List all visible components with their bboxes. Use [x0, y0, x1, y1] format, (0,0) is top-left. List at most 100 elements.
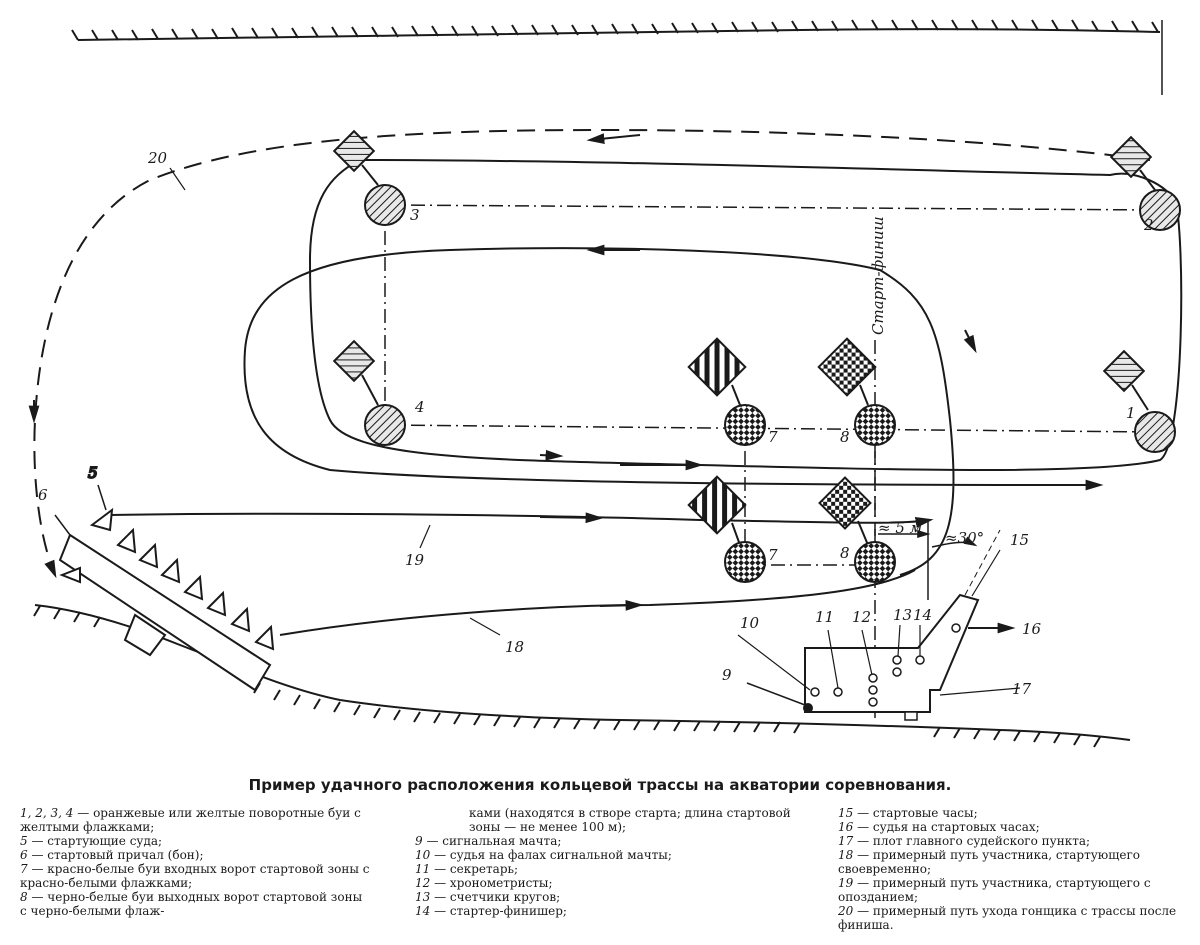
- legend-text: — примерный путь участника, стартующего …: [838, 876, 1151, 904]
- legend-text: — счетчики кругов;: [434, 890, 561, 904]
- legend-num: 16: [838, 820, 854, 834]
- gate-7-bottom-label: 7: [768, 546, 778, 564]
- legend-num: 20: [838, 904, 854, 918]
- buoy-4-label: 4: [414, 398, 425, 416]
- course-lines: [384, 204, 1161, 720]
- legend-column-2: ками (находятся в створе старта; длина с…: [415, 806, 805, 918]
- course-diagram: 3 2 4 1 7 8 7 8: [28, 19, 1183, 748]
- legend-num: 1, 2, 3, 4: [20, 806, 74, 820]
- legend-item: 13 — счетчики кругов;: [415, 890, 805, 904]
- timers-12-label: 12: [852, 608, 871, 626]
- legend-num: 17: [838, 834, 854, 848]
- legend-num: 8: [20, 890, 28, 904]
- legend-item: 8 — черно-белые буи выходных ворот старт…: [20, 890, 370, 918]
- legend-item: 11 — секретарь;: [415, 862, 805, 876]
- path-20: [33, 128, 1151, 579]
- gate-7-bottom: 7: [687, 475, 778, 583]
- legend-text: — стартующие суда;: [31, 834, 163, 848]
- buoy-1: 1: [1102, 349, 1176, 453]
- legend-text: — судья на стартовых часах;: [857, 820, 1040, 834]
- legend-num: 18: [838, 848, 854, 862]
- judge-10-label: 10: [740, 614, 760, 632]
- legend-text: — хронометристы;: [434, 876, 553, 890]
- counters-13-label: 13: [893, 606, 912, 624]
- distance-label: ≈ 5 м: [878, 519, 922, 537]
- gate-8-bottom: 8: [818, 476, 896, 583]
- boats-5-label: 5: [88, 464, 98, 482]
- legend-num: 14: [415, 904, 431, 918]
- mast-9-label: 9: [722, 666, 732, 684]
- inner-loop: [243, 247, 1104, 576]
- legend-column-1: 1, 2, 3, 4 — оранжевые или желтые поворо…: [20, 806, 370, 918]
- boats-5: 5: [59, 463, 275, 651]
- pier-6-label: 6: [38, 486, 48, 504]
- legend-text: — стартовый причал (бон);: [31, 848, 204, 862]
- buoy-3: 3: [332, 129, 420, 226]
- buoy-4: 4: [332, 339, 425, 446]
- racing-loop: [308, 158, 1183, 471]
- buoy-1-label: 1: [1126, 404, 1136, 422]
- legend-item: 18 — примерный путь участника, стартующе…: [838, 848, 1188, 876]
- legend-item: 12 — хронометристы;: [415, 876, 805, 890]
- legend-column-3: 15 — стартовые часы; 16 — судья на старт…: [838, 806, 1188, 932]
- legend-item: 20 — примерный путь ухода гонщика с трас…: [838, 904, 1188, 932]
- legend-text: — стартовые часы;: [857, 806, 978, 820]
- legend-item: 14 — стартер-финишер;: [415, 904, 805, 918]
- legend-num: 11: [415, 862, 431, 876]
- legend-text: — оранжевые или желтые поворотные буи с …: [20, 806, 361, 834]
- path-20-label: 20: [147, 149, 168, 167]
- pier-6: 6: [38, 486, 272, 692]
- gate-7-top: 7: [687, 337, 778, 446]
- legend-num: 13: [415, 890, 431, 904]
- distance-marker: ≈ 5 м: [878, 519, 931, 600]
- path-18-label: 18: [505, 638, 524, 656]
- buoy-3-label: 3: [410, 206, 420, 224]
- legend-item: 16 — судья на стартовых часах;: [838, 820, 1188, 834]
- legend-num: 6: [20, 848, 28, 862]
- legend-text: — примерный путь ухода гонщика с трассы …: [838, 904, 1177, 932]
- legend-item: 9 — сигнальная мачта;: [415, 834, 805, 848]
- clock-15-label: 15: [1010, 531, 1029, 549]
- legend-text: — стартер-финишер;: [434, 904, 567, 918]
- legend-continuation: ками (находятся в створе старта; длина с…: [469, 806, 791, 834]
- top-shore: [71, 19, 1163, 95]
- starter-14-label: 14: [913, 606, 932, 624]
- buoy-2: 2: [1109, 135, 1181, 234]
- legend-num: 9: [415, 834, 423, 848]
- figure-caption: Пример удачного расположения кольцевой т…: [248, 776, 952, 794]
- path-19-label: 19: [405, 551, 425, 569]
- legend-item: 5 — стартующие суда;: [20, 834, 370, 848]
- legend-num: 15: [838, 806, 854, 820]
- raft-17-label: 17: [1012, 680, 1032, 698]
- raft-17: [737, 549, 1021, 721]
- legend-num: 10: [415, 848, 431, 862]
- legend-text: — черно-белые буи выходных ворот стартов…: [20, 890, 363, 918]
- angle-label: ≈30°: [945, 529, 984, 547]
- legend-num: 5: [20, 834, 28, 848]
- judge-16-label: 16: [1022, 620, 1042, 638]
- gate-8-top-label: 8: [840, 428, 850, 446]
- gate-8-bottom-label: 8: [840, 544, 850, 562]
- legend-item: 17 — плот главного судейского пункта;: [838, 834, 1188, 848]
- angle-marker: ≈30°: [931, 529, 1001, 596]
- gate-7-top-label: 7: [768, 428, 778, 446]
- legend-item: 6 — стартовый причал (бон);: [20, 848, 370, 862]
- secretary-11-label: 11: [815, 608, 834, 626]
- legend-item: 19 — примерный путь участника, стартующе…: [838, 876, 1188, 904]
- legend-text: — примерный путь участника, стартующего …: [838, 848, 1141, 876]
- legend-num: 7: [20, 862, 28, 876]
- legend-item: 10 — судья на фалах сигнальной мачты;: [415, 848, 805, 862]
- buoy-2-label: 2: [1143, 216, 1154, 234]
- legend-num: 12: [415, 876, 431, 890]
- legend-text: — плот главного судейского пункта;: [857, 834, 1091, 848]
- legend-text: — сигнальная мачта;: [426, 834, 562, 848]
- legend-text: — судья на фалах сигнальной мачты;: [434, 848, 672, 862]
- legend-item: 7 — красно-белые буи входных ворот старт…: [20, 862, 370, 890]
- legend-num: 19: [838, 876, 854, 890]
- gate-8-top: 8: [817, 337, 896, 446]
- legend-text: — секретарь;: [434, 862, 519, 876]
- start-finish-label: Старт-финиш: [869, 216, 887, 335]
- legend-item: 1, 2, 3, 4 — оранжевые или желтые поворо…: [20, 806, 370, 834]
- legend-item: 15 — стартовые часы;: [838, 806, 1188, 820]
- path-19: [109, 512, 934, 528]
